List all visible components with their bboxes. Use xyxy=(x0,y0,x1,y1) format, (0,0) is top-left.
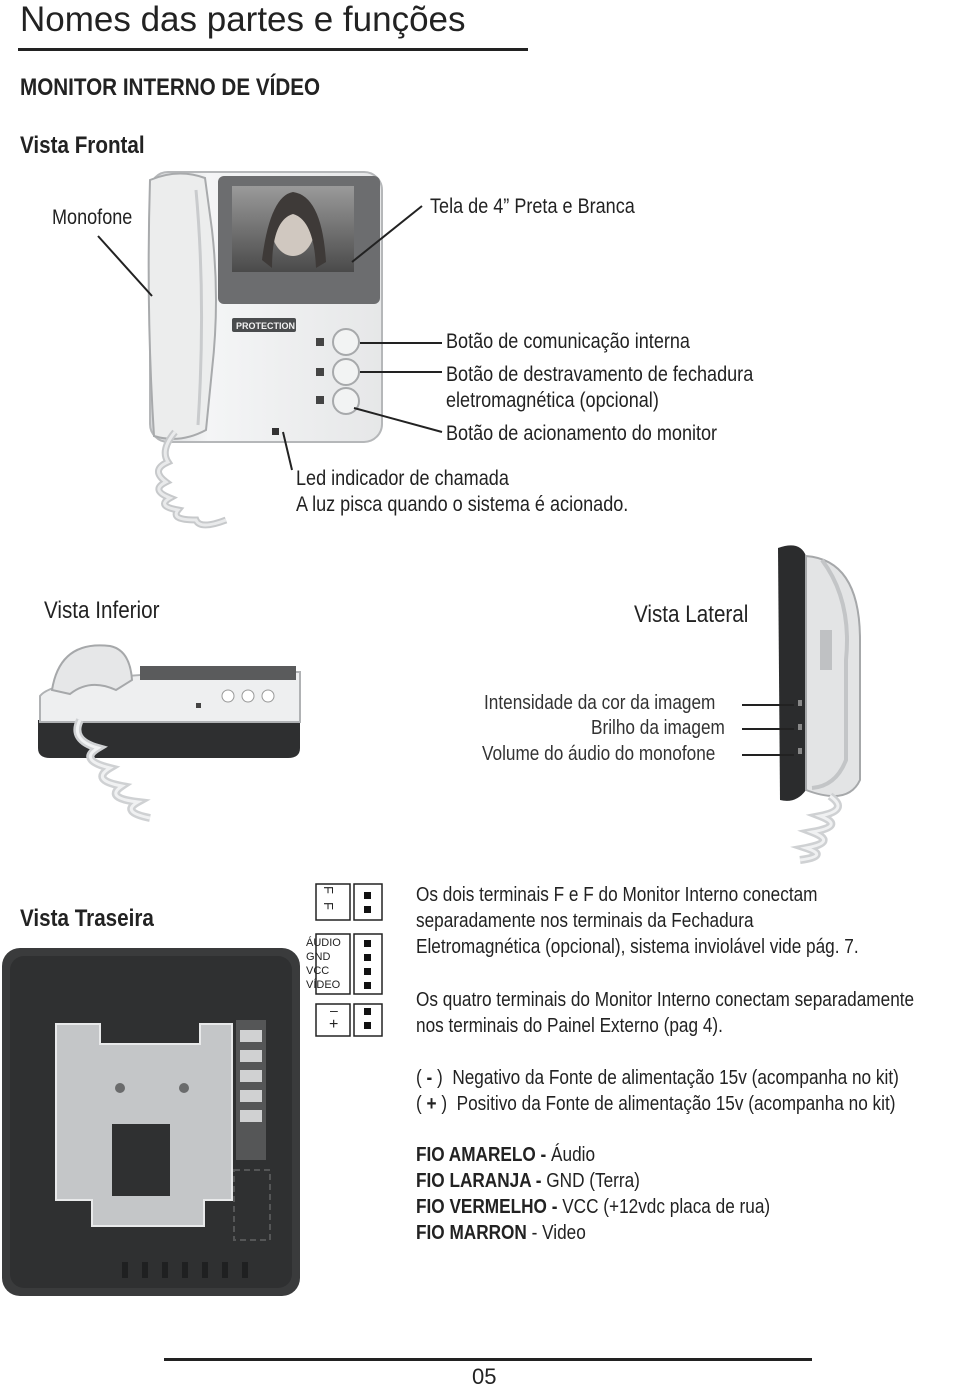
terminal-f2-label: F xyxy=(321,902,336,910)
positive-supply-line: ( + ) Positivo da Fonte de alimentação 1… xyxy=(416,1093,896,1115)
lock-button-label-line2: eletromagnética (opcional) xyxy=(446,389,659,412)
side-view-heading: Vista Lateral xyxy=(634,601,749,628)
front-monitor-illustration: PROTECTION xyxy=(97,171,443,529)
wire-yellow: FIO AMARELO - Áudio xyxy=(416,1144,596,1166)
screen-label: Tela de 4” Preta e Branca xyxy=(430,195,635,218)
terminal-minus-label: – xyxy=(330,1002,338,1018)
led-label-title: Led indicador de chamada xyxy=(296,467,509,490)
brightness-label: Brilho da imagem xyxy=(591,717,725,739)
led-label-desc: A luz pisca quando o sistema é acionado. xyxy=(296,493,629,516)
terminal-gnd-label: GND xyxy=(306,951,331,963)
bottom-monitor-illustration xyxy=(38,545,861,864)
terminal-video-label: VÍDEO xyxy=(306,979,341,991)
handset-label: Monofone xyxy=(52,206,133,229)
brand-logo: PROTECTION xyxy=(236,321,295,331)
rear-monitor-illustration xyxy=(2,883,383,1296)
intercom-button[interactable] xyxy=(332,328,360,356)
wire-brown: FIO MARRON - Video xyxy=(416,1222,586,1244)
terminal-plus-label: + xyxy=(329,1016,339,1033)
terminal-vcc-label: VCC xyxy=(306,965,330,977)
page-number: 05 xyxy=(472,1364,497,1389)
front-view-heading: Vista Frontal xyxy=(20,132,145,159)
footer-rule xyxy=(164,1358,812,1361)
terminal-audio-label: ÁUDIO xyxy=(306,937,341,949)
call-led xyxy=(272,428,279,435)
wire-orange: FIO LARANJA - GND (Terra) xyxy=(416,1170,640,1192)
section-title: MONITOR INTERNO DE VÍDEO xyxy=(20,74,321,101)
lock-release-button[interactable] xyxy=(332,358,360,386)
monitor-button-label: Botão de acionamento do monitor xyxy=(446,422,718,445)
bottom-view-heading: Vista Inferior xyxy=(44,597,160,624)
handset-volume-label: Volume do áudio do monofone xyxy=(482,743,716,765)
lock-button-label-line1: Botão de destravamento de fechadura xyxy=(446,363,754,386)
intercom-button-label: Botão de comunicação interna xyxy=(446,330,690,353)
wire-red: FIO VERMELHO - VCC (+12vdc placa de rua) xyxy=(416,1196,771,1218)
title-underline xyxy=(18,48,528,51)
negative-supply-line: ( - ) Negativo da Fonte de alimentação 1… xyxy=(416,1067,899,1089)
page-title: Nomes das partes e funções xyxy=(20,0,466,39)
terminal-f1-label: F xyxy=(321,886,336,894)
color-intensity-label: Intensidade da cor da imagem xyxy=(484,692,716,714)
monitor-button[interactable] xyxy=(332,387,360,415)
rear-view-heading: Vista Traseira xyxy=(20,905,154,932)
